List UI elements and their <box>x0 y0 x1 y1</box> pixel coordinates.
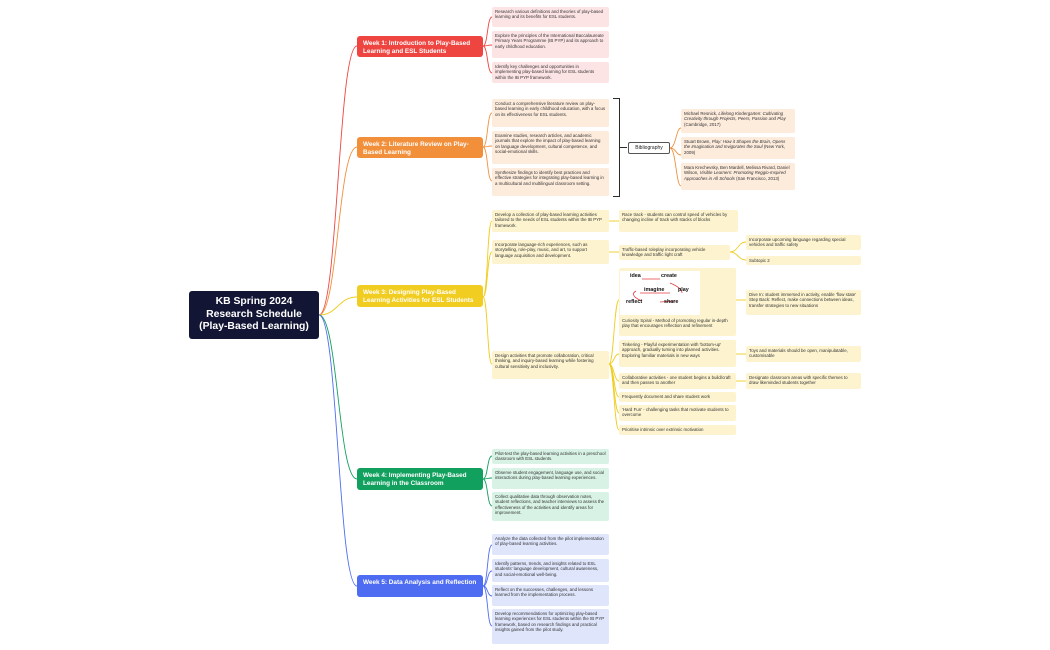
week-5-item-3[interactable]: Reflect on the successes, challenges, an… <box>492 585 609 606</box>
bib-2-author: Stuart Brown, <box>684 139 712 144</box>
week-1-node[interactable]: Week 1: Introduction to Play-Based Learn… <box>357 36 483 57</box>
spiral-word-reflect: reflect <box>626 299 643 305</box>
step-back-text: Step Back: Reflect, make connections bet… <box>749 297 854 308</box>
collaborative-sub[interactable]: Designate classroom areas with specific … <box>746 373 861 389</box>
spiral-word-play: play <box>678 287 689 293</box>
week-4-node[interactable]: Week 4: Implementing Play-Based Learning… <box>357 468 483 490</box>
week-3-item-1[interactable]: Develop a collection of play-based learn… <box>492 210 609 232</box>
root-node[interactable]: KB Spring 2024 Research Schedule (Play-B… <box>189 291 319 339</box>
week-2-item-1[interactable]: Conduct a comprehensive literature revie… <box>492 99 609 127</box>
spiral-word-create: create <box>661 273 677 279</box>
bib-1-pub: (Cambridge, 2017) <box>684 121 721 127</box>
week-2-node[interactable]: Week 2: Literature Review on Play-Based … <box>357 137 483 158</box>
intrinsic-motivation-node[interactable]: Prioritise intrinsic over extrinsic moti… <box>619 425 736 435</box>
week-5-item-1[interactable]: Analyze the data collected from the pilo… <box>492 534 609 555</box>
creative-learning-spiral-image: idea create imagine play reflect share <box>620 271 700 315</box>
root-title-line-2: Research Schedule <box>206 308 302 320</box>
race-track-node[interactable]: Race track - students can control speed … <box>619 210 738 232</box>
week-5-item-2[interactable]: Identify patterns, trends, and insights … <box>492 559 609 582</box>
bibliography-item-2[interactable]: Stuart Brown, Play: How it Shapes the Br… <box>681 137 795 159</box>
bibliography-item-3[interactable]: Mara Krechevsky, Ben Mardell, Melissa Ri… <box>681 163 795 190</box>
week-5-item-4[interactable]: Develop recommendations for optimizing p… <box>492 609 609 644</box>
bibliography-node[interactable]: Bibliography <box>628 142 670 154</box>
curiosity-sub-node[interactable]: Dive In: student immersed in activity, e… <box>746 290 861 315</box>
spiral-word-share: share <box>664 299 679 305</box>
spiral-arrows <box>633 278 683 303</box>
week-4-item-3[interactable]: Collect qualitative data through observa… <box>492 492 609 521</box>
week-2-item-2[interactable]: Examine studies, research articles, and … <box>492 131 609 164</box>
summary-bracket-tick <box>619 147 627 148</box>
week-1-item-2[interactable]: Explore the principles of the Internatio… <box>492 31 609 58</box>
week-5-node[interactable]: Week 5: Data Analysis and Reflection <box>357 575 483 597</box>
spiral-word-idea: idea <box>630 273 641 279</box>
tinkering-node[interactable]: Tinkering - Playful experimentation with… <box>619 340 736 367</box>
document-node[interactable]: Frequently document and share student wo… <box>619 392 736 402</box>
bib-3-title: Visible Learners: Promoting Reggio-Inspi… <box>684 170 786 181</box>
bib-3-author: Mara Krechevsky, Ben Mardell, Melissa Ri… <box>684 165 790 176</box>
week-3-item-3[interactable]: Design activities that promote collabora… <box>492 351 609 379</box>
tinkering-sub[interactable]: Toys and materials should be open, manip… <box>746 346 861 362</box>
week-1-item-3[interactable]: Identify key challenges and opportunitie… <box>492 62 609 83</box>
week-3-item-2[interactable]: Incorporate language-rich experiences, s… <box>492 240 609 264</box>
bib-2-title: Play: How it Shapes the Brain, Opens the… <box>684 139 786 150</box>
week-4-item-2[interactable]: Observe student engagement, language use… <box>492 468 609 489</box>
traffic-sub-1[interactable]: Incorporate upcoming language regarding … <box>746 235 861 250</box>
traffic-roleplay-node[interactable]: Traffic-based roleplay incorporating veh… <box>619 245 730 260</box>
week-2-item-3[interactable]: Synthesize findings to identify best pra… <box>492 168 609 196</box>
bib-1-title: Lifelong Kindergarten: Cultivating Creat… <box>684 111 786 122</box>
dive-in-text: Dive In: student immersed in activity, e… <box>749 292 857 297</box>
root-title-line-1: KB Spring 2024 <box>215 296 293 307</box>
bib-1-author: Michael Resnick, <box>684 111 719 116</box>
week-3-node[interactable]: Week 3: Designing Play-Based Learning Ac… <box>357 285 483 307</box>
hard-fun-node[interactable]: 'Hard Fun' - challenging tasks that moti… <box>619 405 736 421</box>
week-4-item-1[interactable]: Pilot-test the play-based learning activ… <box>492 449 609 464</box>
root-title-line-3: (Play-Based Learning) <box>199 321 309 332</box>
collaborative-node[interactable]: Collaborative activities - one student b… <box>619 373 736 389</box>
spiral-word-imagine: imagine <box>644 287 665 293</box>
bib-2-pub: (New York, 2009) <box>684 144 786 155</box>
curiosity-spiral-text: Curiosity Spiral - Method of promoting r… <box>622 318 728 329</box>
bibliography-item-1[interactable]: Michael Resnick, Lifelong Kindergarten: … <box>681 109 795 133</box>
traffic-sub-2[interactable]: Subtopic 2 <box>746 256 861 265</box>
bib-3-pub: (San Francisco, 2013) <box>734 175 780 181</box>
week-1-item-1[interactable]: Research various definitions and theorie… <box>492 7 609 27</box>
